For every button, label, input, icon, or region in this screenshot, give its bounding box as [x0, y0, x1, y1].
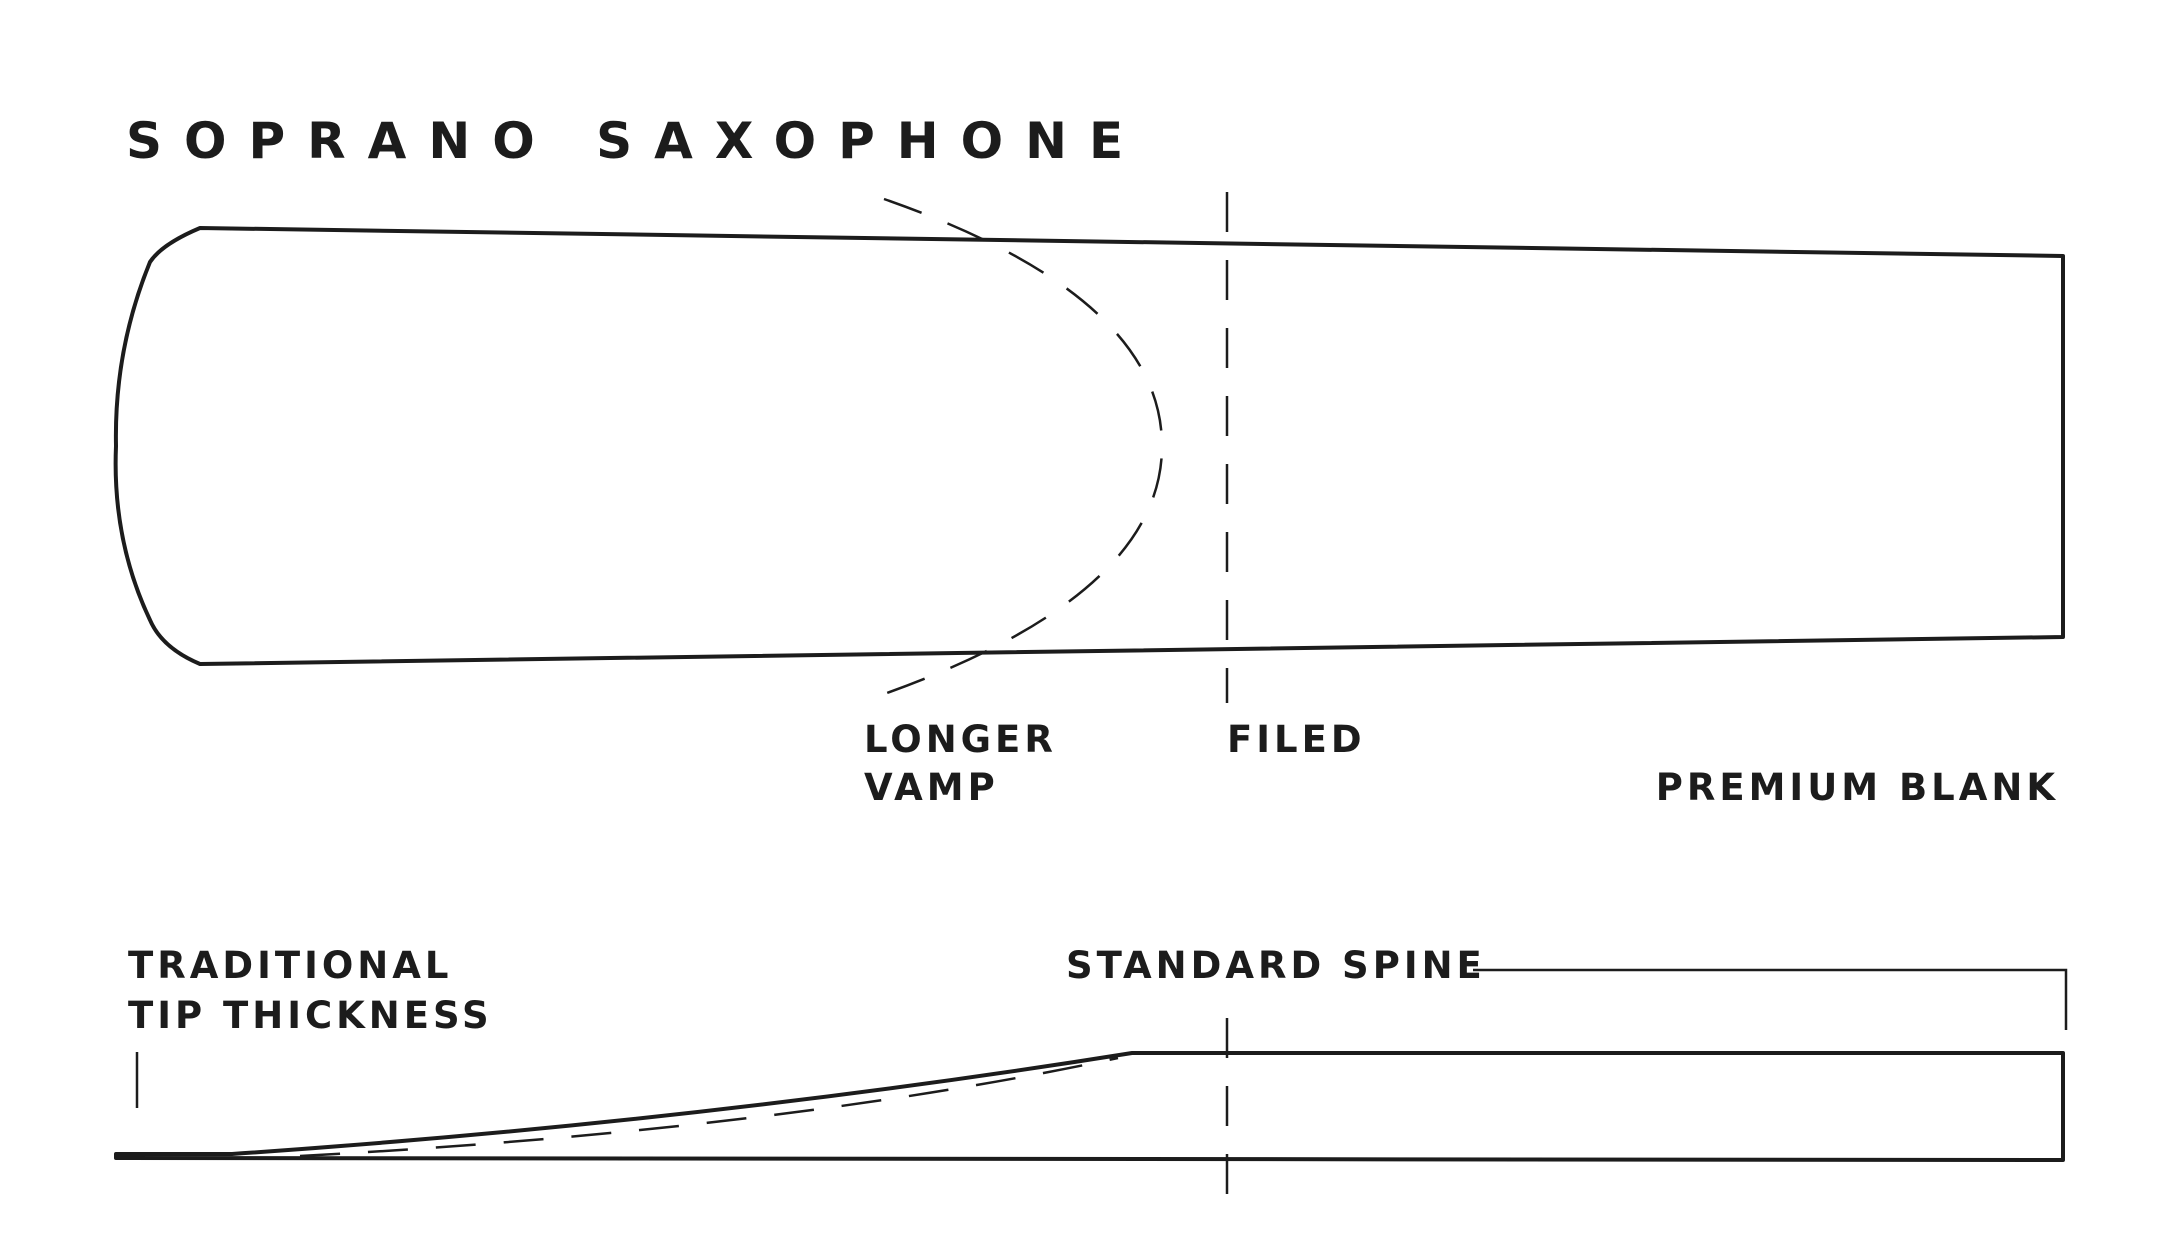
tip-thickness-label-line2: TIP THICKNESS [128, 994, 493, 1037]
traditional-profile-curve [299, 1056, 1119, 1158]
longer-vamp-label-line2: VAMP [864, 766, 999, 809]
spine-leader [1473, 968, 2068, 1030]
diagram-title: SOPRANO SAXOPHONE [126, 112, 1145, 170]
longer-vamp-label-line1: LONGER [864, 718, 1057, 761]
top-view: LONGER VAMP FILED PREMIUM BLANK [113, 192, 2065, 809]
filed-label: FILED [1227, 718, 1366, 761]
longer-vamp-curve [863, 197, 1164, 703]
standard-spine-label: STANDARD SPINE [1066, 944, 1486, 987]
tip-thickness-label-line1: TRADITIONAL [128, 944, 452, 987]
reed-top-outline [113, 226, 2065, 666]
side-view: TRADITIONAL TIP THICKNESS STANDARD SPINE [114, 944, 2068, 1196]
reed-side-outline [114, 1051, 2065, 1162]
premium-blank-label: PREMIUM BLANK [1656, 766, 2059, 809]
